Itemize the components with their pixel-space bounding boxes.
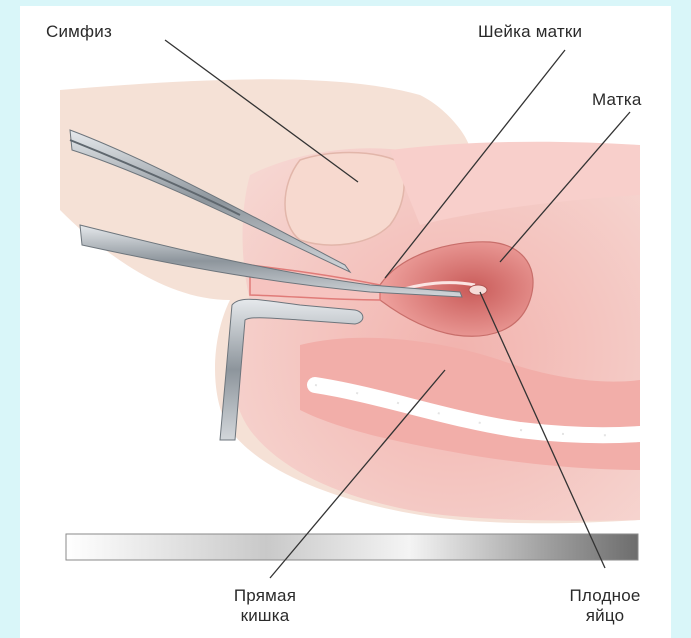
rectum-label-line2: кишка — [200, 606, 330, 626]
ovum-label-line1: Плодное — [545, 586, 665, 606]
table-bar — [66, 534, 638, 560]
cervix-label: Шейка матки — [478, 22, 582, 42]
ovum-shape — [469, 285, 487, 295]
symphysis-label: Симфиз — [46, 22, 112, 42]
rectum-label-line1: Прямая — [200, 586, 330, 606]
rectum-label: Прямая кишка — [200, 586, 330, 626]
ovum-label: Плодное яйцо — [545, 586, 665, 626]
uterus-label: Матка — [592, 90, 642, 110]
ovum-label-line2: яйцо — [545, 606, 665, 626]
